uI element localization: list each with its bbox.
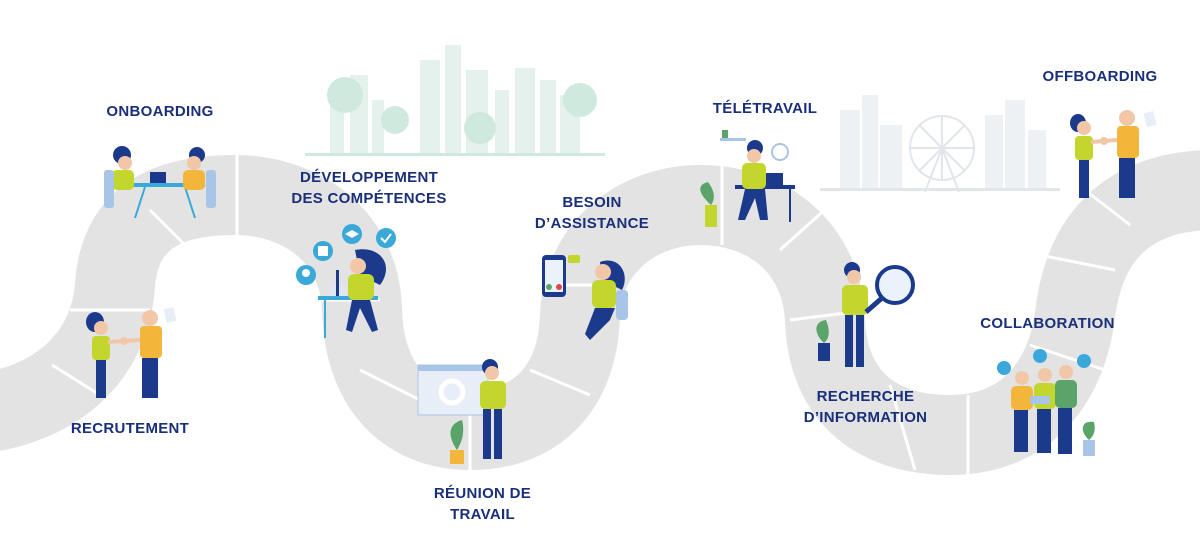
stage-label-besoin-line-2: D’ASSISTANCE — [534, 215, 650, 232]
stage-label-recherche-line-2: D’INFORMATION — [803, 409, 928, 426]
onboarding-desk-illustration — [104, 146, 216, 219]
recherche-information-illustration — [816, 262, 915, 367]
stage-label-recrutement: RECRUTEMENT — [70, 418, 190, 439]
city-skyline-right — [820, 95, 1060, 193]
stage-label-reunion-line-1: RÉUNION DE — [433, 485, 532, 502]
besoin-assistance-illustration — [542, 255, 628, 340]
presentation-screen-icon — [417, 364, 489, 416]
collaboration-team-illustration — [997, 349, 1095, 456]
stage-label-offboarding-line-1: OFFBOARDING — [1042, 68, 1158, 85]
plant-icon — [816, 320, 830, 361]
stage-label-teletravail-line-1: TÉLÉTRAVAIL — [712, 100, 818, 117]
reunion-presentation-illustration — [417, 359, 506, 464]
city-skyline-left — [305, 45, 605, 156]
recrutement-handshake-illustration — [86, 306, 177, 398]
stage-label-recherche: RECHERCHE D’INFORMATION — [793, 386, 938, 428]
phone-video-call-icon — [542, 255, 580, 297]
stage-label-besoin: BESOIN D’ASSISTANCE — [527, 192, 657, 234]
handshake-icon — [120, 337, 128, 345]
lightbulb-icon — [296, 265, 316, 285]
developpement-study-illustration — [296, 224, 396, 338]
graduation-cap-icon — [342, 224, 362, 244]
stage-label-offboarding: OFFBOARDING — [1035, 66, 1165, 87]
stage-label-onboarding-line-1: ONBOARDING — [106, 103, 214, 120]
laptop-icon — [150, 172, 166, 183]
plant-icon — [1082, 421, 1095, 456]
book-icon — [313, 241, 333, 261]
stage-label-collaboration: COLLABORATION — [975, 313, 1120, 334]
stage-label-developpement-line-2: DES COMPÉTENCES — [291, 190, 447, 207]
offboarding-handshake-illustration — [1070, 110, 1157, 198]
stage-label-teletravail: TÉLÉTRAVAIL — [700, 98, 830, 119]
stage-label-besoin-line-1: BESOIN — [562, 194, 622, 211]
stage-label-collaboration-line-1: COLLABORATION — [980, 315, 1115, 332]
ferris-wheel-icon — [909, 115, 975, 193]
stage-label-reunion: RÉUNION DE TRAVAIL — [420, 483, 545, 525]
check-icon — [376, 228, 396, 248]
stage-label-onboarding: ONBOARDING — [100, 101, 220, 122]
desk-icon — [125, 183, 205, 219]
stage-label-recherche-line-1: RECHERCHE — [816, 388, 915, 405]
stage-label-developpement-line-1: DÉVELOPPEMENT — [299, 169, 439, 186]
plant-icon — [450, 420, 464, 464]
plant-icon — [700, 182, 717, 227]
stage-label-recrutement-line-1: RECRUTEMENT — [70, 420, 190, 437]
clock-icon — [771, 143, 789, 161]
handshake-icon — [1100, 137, 1108, 145]
stage-label-developpement: DÉVELOPPEMENT DES COMPÉTENCES — [284, 167, 454, 209]
teletravail-home-office-illustration — [700, 130, 795, 227]
magnifier-icon — [864, 265, 915, 314]
stage-label-reunion-line-2: TRAVAIL — [450, 506, 515, 523]
